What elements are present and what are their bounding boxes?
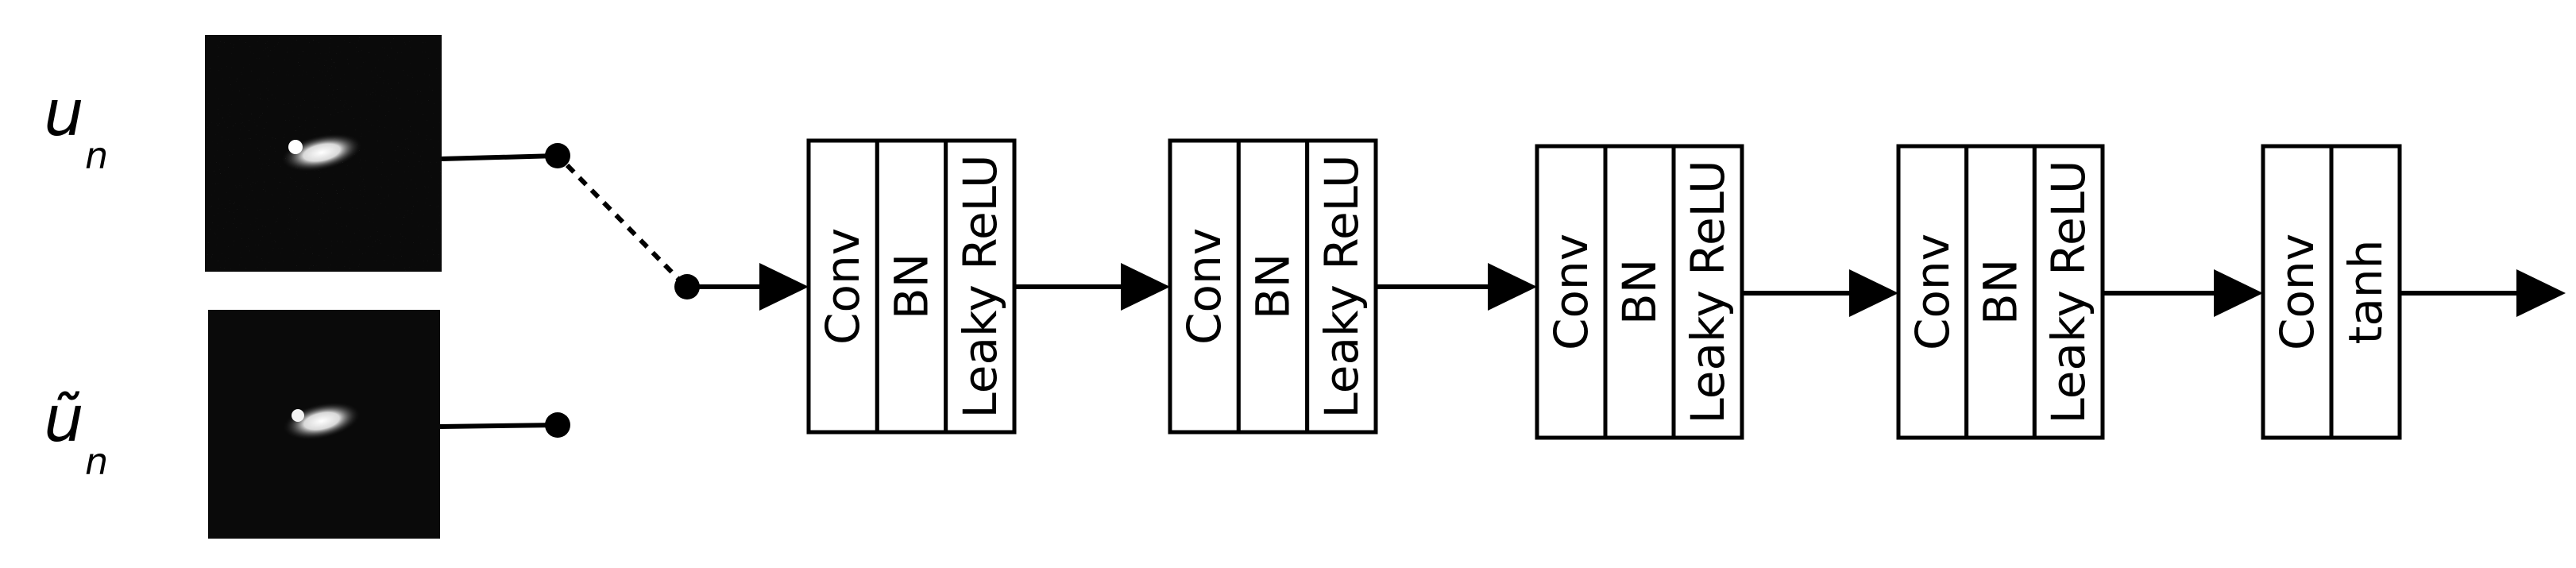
layer-cell bbox=[944, 138, 1017, 435]
layer-cell bbox=[1305, 138, 1378, 435]
layer-cell bbox=[1671, 144, 1744, 440]
layer-label-tanh: tanh bbox=[2338, 240, 2393, 345]
connector-arrow-3 bbox=[1376, 263, 1537, 311]
layer-cell bbox=[806, 138, 879, 435]
switch-node-top bbox=[545, 143, 570, 168]
input-subscript-denoised: n bbox=[85, 440, 108, 483]
switch-dashed-line bbox=[565, 163, 682, 282]
layer-cell bbox=[2261, 144, 2334, 440]
layer-block-3: Conv BN Leaky ReLU bbox=[1535, 144, 1744, 440]
denoised-image-thumbnail bbox=[208, 310, 440, 539]
layer-cell bbox=[2329, 144, 2402, 440]
noisy-image-thumbnail bbox=[205, 35, 442, 272]
input-symbol-noisy: u bbox=[44, 76, 84, 150]
layer-label-conv: Conv bbox=[816, 228, 870, 345]
layer-block-5: Conv tanh bbox=[2261, 144, 2402, 440]
layer-label-bn: BN bbox=[1974, 259, 2028, 325]
switch-node-bottom bbox=[545, 412, 570, 438]
layer-cell bbox=[2032, 144, 2105, 440]
input-subscript-noisy: n bbox=[85, 134, 108, 177]
layer-cell bbox=[1896, 144, 1969, 440]
layer-label-leaky-relu: Leaky ReLU bbox=[2041, 160, 2095, 423]
layer-label-bn: BN bbox=[1246, 253, 1300, 319]
connector-arrow-6 bbox=[2400, 269, 2566, 317]
layer-label-leaky-relu: Leaky ReLU bbox=[1681, 160, 1735, 423]
connector-arrow-5 bbox=[2103, 269, 2263, 317]
connector-arrow-2 bbox=[1014, 263, 1170, 311]
layer-cell bbox=[1964, 144, 2037, 440]
layer-label-bn: BN bbox=[885, 253, 939, 319]
input-symbol-denoised: ũ bbox=[44, 382, 84, 456]
noisy-input-line bbox=[441, 153, 558, 161]
layer-label-conv: Conv bbox=[1906, 234, 1960, 350]
connector-arrow-1 bbox=[687, 263, 809, 311]
layer-block-2: Conv BN Leaky ReLU bbox=[1168, 138, 1378, 435]
layer-label-conv: Conv bbox=[1544, 234, 1598, 350]
denoised-input-line bbox=[439, 423, 558, 429]
layer-label-conv: Conv bbox=[2270, 234, 2324, 350]
layer-label-conv: Conv bbox=[1177, 228, 1231, 345]
layer-cell bbox=[875, 138, 948, 435]
layer-label-bn: BN bbox=[1612, 259, 1666, 325]
layer-block-1: Conv BN Leaky ReLU bbox=[806, 138, 1017, 435]
layer-label-leaky-relu: Leaky ReLU bbox=[953, 154, 1007, 418]
connector-arrow-4 bbox=[1742, 269, 1898, 317]
layer-cell bbox=[1603, 144, 1676, 440]
layer-label-leaky-relu: Leaky ReLU bbox=[1315, 154, 1369, 418]
